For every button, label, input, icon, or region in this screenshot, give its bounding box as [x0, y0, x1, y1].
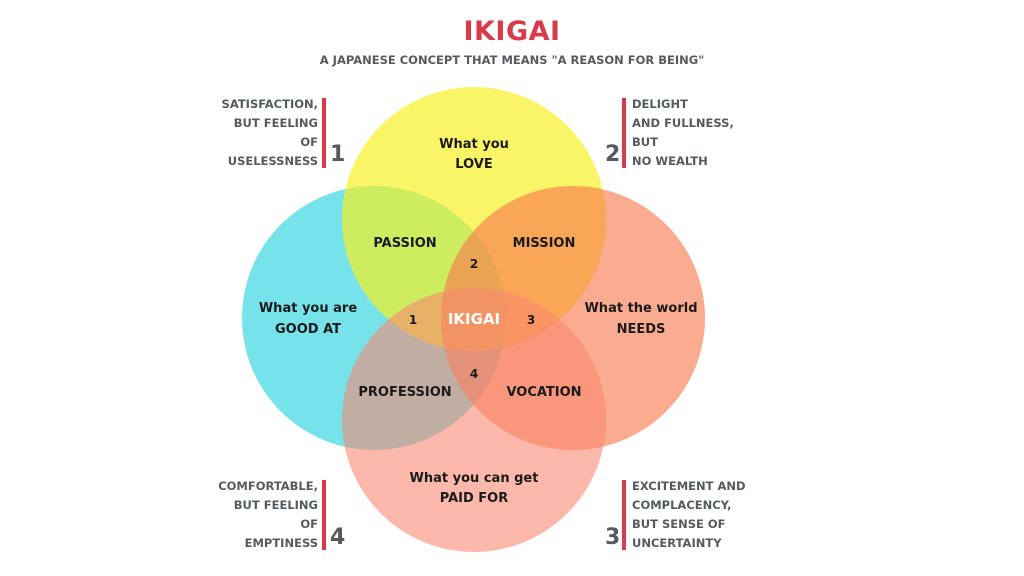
note-3-text: EXCITEMENT AND COMPLACENCY, BUT SENSE OF… [632, 477, 746, 553]
note-1-number: 1 [330, 142, 346, 167]
region-number-4: 4 [470, 367, 478, 381]
note-2-number: 2 [605, 142, 621, 167]
vocation-label: VOCATION [506, 385, 581, 400]
note-1-text: SATISFACTION, BUT FEELING OF USELESSNESS [222, 95, 318, 171]
good-at-label-line1: What you are [259, 301, 357, 316]
needs-label-line2: NEEDS [617, 322, 666, 337]
note-2-line: DELIGHT [632, 97, 688, 111]
note-4-line: COMFORTABLE, [218, 479, 318, 493]
note-1-line: USELESSNESS [227, 154, 318, 168]
region-number-1: 1 [409, 313, 417, 327]
passion-label: PASSION [373, 236, 436, 251]
page-title: IKIGAI [463, 16, 561, 47]
love-label-line1: What you [439, 137, 509, 152]
note-2-line: AND FULLNESS, [632, 116, 734, 130]
good-at-label-line2: GOOD AT [275, 322, 341, 337]
note-3-accent-bar [622, 480, 626, 550]
note-4-text: COMFORTABLE, BUT FEELING OF EMPTINESS [218, 477, 318, 553]
note-3-line: UNCERTAINTY [632, 536, 722, 550]
note-2-line: NO WEALTH [632, 154, 708, 168]
note-3-line: EXCITEMENT AND [632, 479, 746, 493]
needs-label-line1: What the world [584, 301, 697, 316]
note-3-line: COMPLACENCY, [632, 498, 732, 512]
note-1-line: BUT FEELING [233, 116, 318, 130]
note-4-number: 4 [330, 525, 346, 550]
love-label-line2: LOVE [455, 157, 492, 172]
note-2-text: DELIGHT AND FULLNESS, BUT NO WEALTH [632, 95, 734, 171]
profession-label: PROFESSION [358, 385, 451, 400]
note-3-line: BUT SENSE OF [632, 517, 726, 531]
note-1-line: SATISFACTION, [221, 97, 318, 111]
note-2-accent-bar [622, 98, 626, 168]
note-4-accent-bar [322, 480, 326, 550]
note-4-line: EMPTINESS [244, 536, 318, 550]
paid-for-label-line1: What you can get [410, 471, 539, 486]
note-4-line: BUT FEELING [233, 498, 318, 512]
note-1-accent-bar [322, 98, 326, 168]
note-4-line: OF [300, 517, 318, 531]
page-subtitle: A JAPANESE CONCEPT THAT MEANS "A REASON … [319, 53, 705, 67]
note-3-number: 3 [605, 525, 621, 550]
mission-label: MISSION [513, 236, 576, 251]
paid-for-label-line2: PAID FOR [440, 491, 509, 506]
ikigai-center-label: IKIGAI [448, 310, 500, 328]
note-2-line: BUT [632, 135, 658, 149]
note-1-line: OF [300, 135, 318, 149]
region-number-3: 3 [527, 313, 535, 327]
region-number-2: 2 [470, 257, 478, 271]
circle-paid-for [342, 288, 606, 552]
